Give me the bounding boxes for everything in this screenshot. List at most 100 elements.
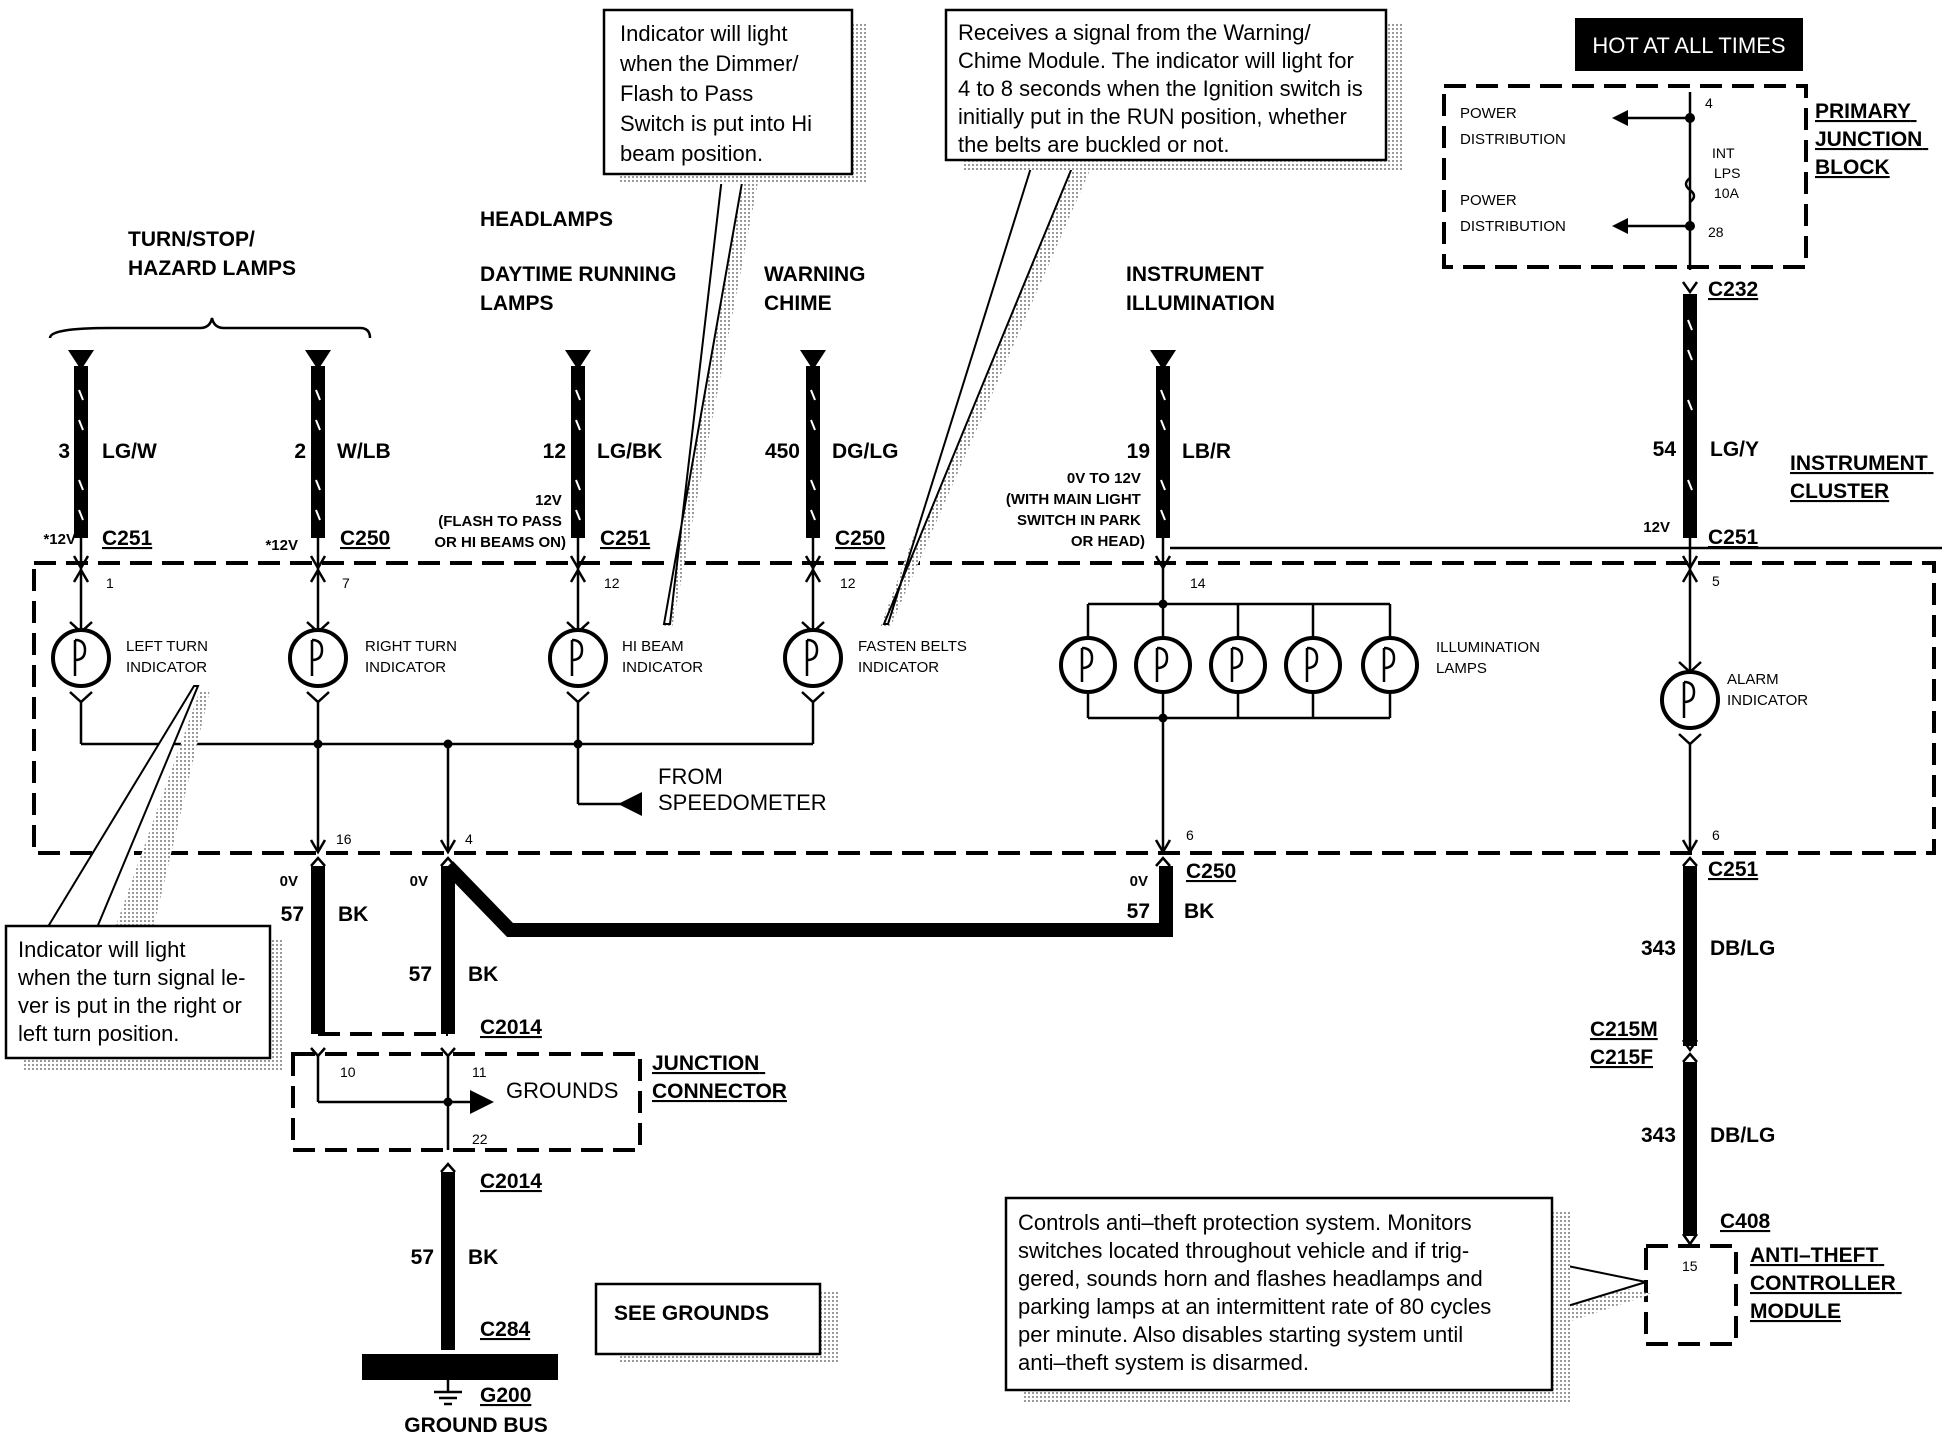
jb-power1-label: POWER DISTRIBUTION xyxy=(1460,105,1566,148)
w2-color: W/LB xyxy=(337,440,391,463)
at-w1-color: DB/LG xyxy=(1710,937,1775,960)
c215m-label: C215M xyxy=(1590,1018,1658,1041)
ground-icon xyxy=(434,1380,462,1406)
instrument-cluster-box xyxy=(32,561,1936,855)
w3-voltage: 12V (FLASH TO PASS OR HI BEAMS ON) xyxy=(434,492,566,551)
hi-beam-indicator xyxy=(548,567,608,804)
gnd-b-color: BK xyxy=(468,963,498,986)
w2-connector: C250 xyxy=(340,527,390,550)
w1-voltage: *12V xyxy=(43,531,76,548)
ground-bus-bar xyxy=(362,1354,558,1380)
alarm-indicator-label: ALARM INDICATOR xyxy=(1727,671,1808,709)
primary-junction-block-box xyxy=(1442,84,1808,269)
left-turn-indicator xyxy=(51,567,111,744)
w5-color: LB/R xyxy=(1182,440,1231,463)
left-turn-indicator-label: LEFT TURN INDICATOR xyxy=(126,638,212,676)
w2-circuit: 2 xyxy=(294,440,306,463)
from-speedometer-label: FROM SPEEDOMETER xyxy=(658,764,827,815)
belts-note-text: Receives a signal from the Warning/ Chim… xyxy=(958,20,1369,157)
gnd-a-color: BK xyxy=(338,903,368,926)
w5-pin: 14 xyxy=(1190,575,1206,591)
w3-circuit: 12 xyxy=(543,440,566,463)
gnd-c-connector xyxy=(1155,856,1171,867)
w6-connector: C251 xyxy=(1708,526,1759,549)
w4-pin: 12 xyxy=(840,575,856,591)
c232-connector-mark xyxy=(1681,281,1699,295)
at-c251-mark xyxy=(1682,856,1698,867)
turn-stop-hazard-label: TURN/STOP/ HAZARD LAMPS xyxy=(128,228,296,280)
c408-label: C408 xyxy=(1720,1210,1771,1233)
pin6b-label: 6 xyxy=(1712,827,1720,843)
belts-note-box xyxy=(944,8,1388,162)
at-w2-circuit: 343 xyxy=(1641,1124,1676,1147)
bus-node-3 xyxy=(573,739,583,749)
at-pin: 15 xyxy=(1682,1258,1698,1274)
speedometer-arrow xyxy=(618,792,642,816)
jb-power2-label: POWER DISTRIBUTION xyxy=(1460,192,1566,235)
w5-terminal-arrow xyxy=(1150,350,1176,370)
fasten-belts-indicator xyxy=(783,567,843,744)
ground-bus-label: GROUND BUS xyxy=(404,1414,548,1437)
w1-circuit: 3 xyxy=(58,440,70,463)
gnd-b-voltage: 0V xyxy=(410,873,428,890)
w5-voltage: 0V TO 12V (WITH MAIN LIGHT SWITCH IN PAR… xyxy=(1006,470,1145,550)
w6-voltage: 12V xyxy=(1643,519,1670,536)
w3-color: LG/BK xyxy=(597,440,662,463)
hot-at-all-times-badge xyxy=(1575,18,1803,71)
jc-pin11-mark xyxy=(440,1047,456,1058)
fuse-label: INT LPS 10A xyxy=(1712,145,1744,201)
hi-beam-indicator-label: HI BEAM INDICATOR xyxy=(622,638,703,676)
belts-pointer xyxy=(882,157,1078,625)
jc-grounds-label: GROUNDS xyxy=(506,1078,618,1103)
jb-pin-bottom: 28 xyxy=(1708,224,1724,240)
gnd-a-connector xyxy=(310,856,326,867)
c2014-bottom-mark xyxy=(440,1162,456,1173)
w1-color: LG/W xyxy=(102,440,157,463)
w1-connector: C251 xyxy=(102,527,153,550)
at-c251-label: C251 xyxy=(1708,858,1759,881)
primary-junction-block-title: PRIMARY JUNCTION BLOCK xyxy=(1815,100,1928,179)
w2-terminal-arrow xyxy=(305,350,331,370)
gnd-a-voltage: 0V xyxy=(280,873,298,890)
jc-pin10: 10 xyxy=(340,1064,356,1080)
alarm-indicator xyxy=(1660,567,1720,855)
wire-hatch-marks xyxy=(78,319,1693,521)
jc-pin22: 22 xyxy=(472,1131,488,1147)
illumination-lamps xyxy=(1059,568,1419,855)
w6-connector-top: C232 xyxy=(1708,278,1758,301)
fasten-belts-indicator-label: FASTEN BELTS INDICATOR xyxy=(858,638,971,676)
g200-label: G200 xyxy=(480,1384,531,1407)
junction-connector-title: JUNCTION CONNECTOR xyxy=(652,1052,787,1103)
illumination-lamps-label: ILLUMINATION LAMPS xyxy=(1436,639,1544,677)
w4-color: DG/LG xyxy=(832,440,899,463)
instrument-cluster-title: INSTRUMENT CLUSTER xyxy=(1790,452,1934,503)
c284-label: C284 xyxy=(480,1318,531,1341)
fuse-symbol xyxy=(1684,177,1696,203)
w4-connector: C250 xyxy=(835,527,885,550)
c215f-mark xyxy=(1682,1052,1698,1063)
hibeam-note-box xyxy=(602,8,854,176)
gnd-d-circuit: 57 xyxy=(411,1246,434,1269)
w3-connector: C251 xyxy=(600,527,651,550)
right-turn-indicator-label: RIGHT TURN INDICATOR xyxy=(365,638,461,676)
junction-connector-box xyxy=(291,1052,642,1152)
gnd-c-color: BK xyxy=(1184,900,1214,923)
turn-note-text: Indicator will light when the turn signa… xyxy=(17,937,252,1046)
w2-voltage: *12V xyxy=(265,537,298,554)
hot-at-all-times-label: HOT AT ALL TIMES xyxy=(1592,33,1785,58)
w4-terminal-arrow xyxy=(800,350,826,370)
gnd-c-wire xyxy=(442,861,1173,937)
c2014-top-label: C2014 xyxy=(480,1016,542,1039)
c2014-bottom-label: C2014 xyxy=(480,1170,542,1193)
c215m-mark xyxy=(1681,1039,1699,1053)
jb-pin-top: 4 xyxy=(1705,95,1713,111)
w6-color: LG/Y xyxy=(1710,438,1759,461)
w3-pin: 12 xyxy=(604,575,620,591)
pin4-arrow xyxy=(439,839,457,855)
pin16-label: 16 xyxy=(336,831,352,847)
belts-pointer-shadow xyxy=(880,170,1090,628)
pin6a-label: 6 xyxy=(1186,827,1194,843)
jb-power2-arrow xyxy=(1612,218,1628,234)
jc-grounds-arrow xyxy=(470,1090,494,1114)
